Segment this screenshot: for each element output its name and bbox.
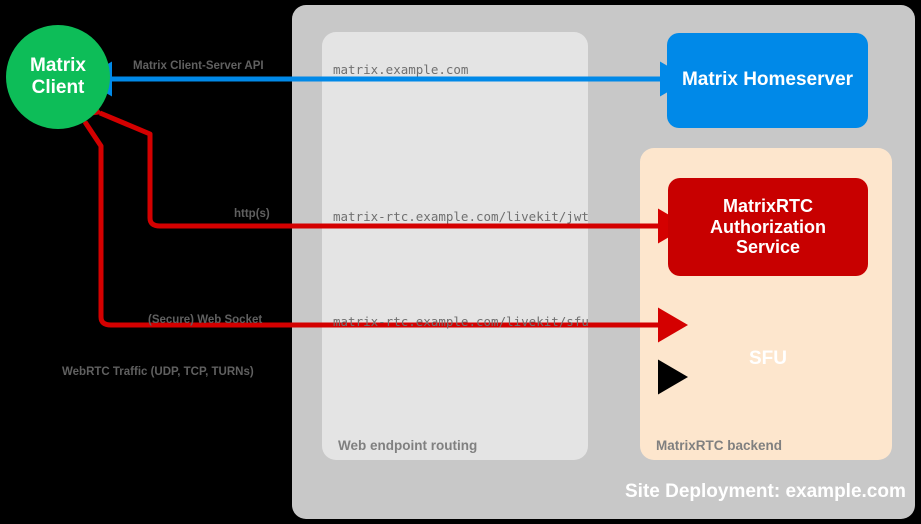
label-matrixrtc-backend: MatrixRTC backend: [656, 438, 783, 453]
flow-label-http: http(s): [234, 208, 270, 220]
flow-label-webrtc-traffic: WebRTC Traffic (UDP, TCP, TURNs): [62, 366, 254, 378]
node-sfu[interactable]: SFU: [668, 310, 868, 408]
flow-label-client-server-api: Matrix Client-Server API: [133, 60, 264, 72]
node-matrixrtc-authorization-service[interactable]: MatrixRTC Authorization Service: [668, 178, 868, 276]
endpoint-label-livekit-sfu: matrix-rtc.example.com/livekit/sfu: [333, 314, 589, 329]
matrix-client-label-line2: Client: [31, 77, 85, 98]
sfu-label: SFU: [749, 347, 787, 369]
label-site-deployment: Site Deployment: example.com: [625, 481, 906, 502]
auth-label-line1: MatrixRTC: [722, 195, 813, 216]
node-matrix-client[interactable]: Matrix Client: [6, 25, 110, 129]
matrix-client-label-line1: Matrix: [30, 54, 86, 76]
auth-label-line3: Service: [735, 237, 801, 258]
endpoint-label-matrix: matrix.example.com: [333, 62, 469, 77]
auth-label-line2: Authorization: [710, 216, 826, 237]
wire-media: [33, 104, 688, 395]
matrix-homeserver-label: Matrix Homeserver: [681, 69, 854, 91]
flow-label-web-socket: (Secure) Web Socket: [148, 314, 263, 326]
endpoint-label-livekit-jwt: matrix-rtc.example.com/livekit/jwt: [333, 209, 589, 224]
label-web-endpoint-routing: Web endpoint routing: [338, 438, 478, 453]
node-matrix-homeserver[interactable]: Matrix Homeserver: [667, 33, 868, 128]
